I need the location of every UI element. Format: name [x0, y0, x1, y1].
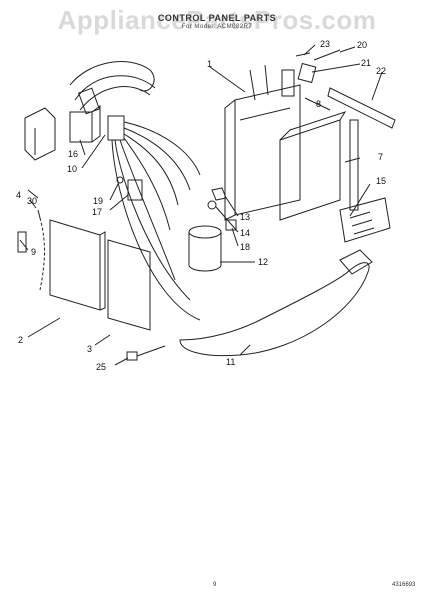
- part-20-screw: [313, 49, 341, 61]
- callout-22[interactable]: 22: [376, 66, 387, 76]
- part-30-screw: [37, 209, 41, 219]
- control-housing-part-1: [234, 84, 301, 216]
- callout-23[interactable]: 23: [320, 39, 331, 49]
- diagram-title: CONTROL PANEL PARTS: [157, 13, 277, 23]
- callout-4[interactable]: 4: [16, 190, 22, 200]
- capacitor-part-12: [188, 225, 222, 239]
- callout-10[interactable]: 10: [67, 164, 78, 174]
- callout-13[interactable]: 13: [240, 212, 251, 222]
- part-25-tie: [126, 351, 138, 361]
- callout-9[interactable]: 9: [31, 247, 37, 257]
- part-13-clip: [211, 187, 227, 201]
- callout-12[interactable]: 12: [258, 257, 269, 267]
- callout-25[interactable]: 25: [96, 362, 107, 372]
- callout-3[interactable]: 3: [87, 344, 93, 354]
- callout-14[interactable]: 14: [240, 228, 251, 238]
- panel-part-7: [279, 119, 341, 221]
- callout-15[interactable]: 15: [376, 176, 387, 186]
- strip-part-7: [349, 119, 359, 211]
- cover-panel-part-2: [49, 219, 101, 311]
- part-17-bracket: [127, 179, 143, 201]
- terminal-block-10: [107, 115, 125, 141]
- part-number: 4316693: [392, 582, 416, 588]
- insulation-part-3: [107, 239, 151, 331]
- part-14-nut: [207, 200, 217, 210]
- callout-7[interactable]: 7: [378, 152, 384, 162]
- part-21-clip: [297, 62, 317, 84]
- callout-17[interactable]: 17: [92, 207, 103, 217]
- part-22-bar: [327, 87, 396, 129]
- page-number: 9: [213, 582, 217, 588]
- callout-2[interactable]: 2: [18, 335, 24, 345]
- callout-30[interactable]: 30: [27, 196, 38, 206]
- callout-18[interactable]: 18: [240, 242, 251, 252]
- callout-20[interactable]: 20: [357, 40, 368, 50]
- label-plate-part-15: [339, 197, 391, 243]
- part-23-screw: [295, 52, 311, 57]
- callout-16[interactable]: 16: [68, 149, 79, 159]
- part-8-block: [281, 69, 295, 97]
- watermark: AppliancePartsPros.com: [57, 5, 377, 35]
- callout-19[interactable]: 19: [93, 196, 104, 206]
- bracket-part-4: [24, 107, 56, 161]
- part-9-sleeve: [17, 231, 27, 253]
- wire-harness: [69, 61, 155, 92]
- relay-part-16: [69, 111, 93, 143]
- plug-part-11: [339, 249, 373, 275]
- callout-21[interactable]: 21: [361, 58, 372, 68]
- callout-11[interactable]: 11: [226, 357, 236, 367]
- part-19-screw: [116, 176, 124, 184]
- diagram-subtitle: For Model: ACM082R7: [181, 24, 253, 30]
- callout-8[interactable]: 8: [316, 99, 322, 109]
- power-cord-part-11: [179, 262, 370, 357]
- callout-1[interactable]: 1: [207, 59, 213, 69]
- part-18-block: [225, 219, 237, 231]
